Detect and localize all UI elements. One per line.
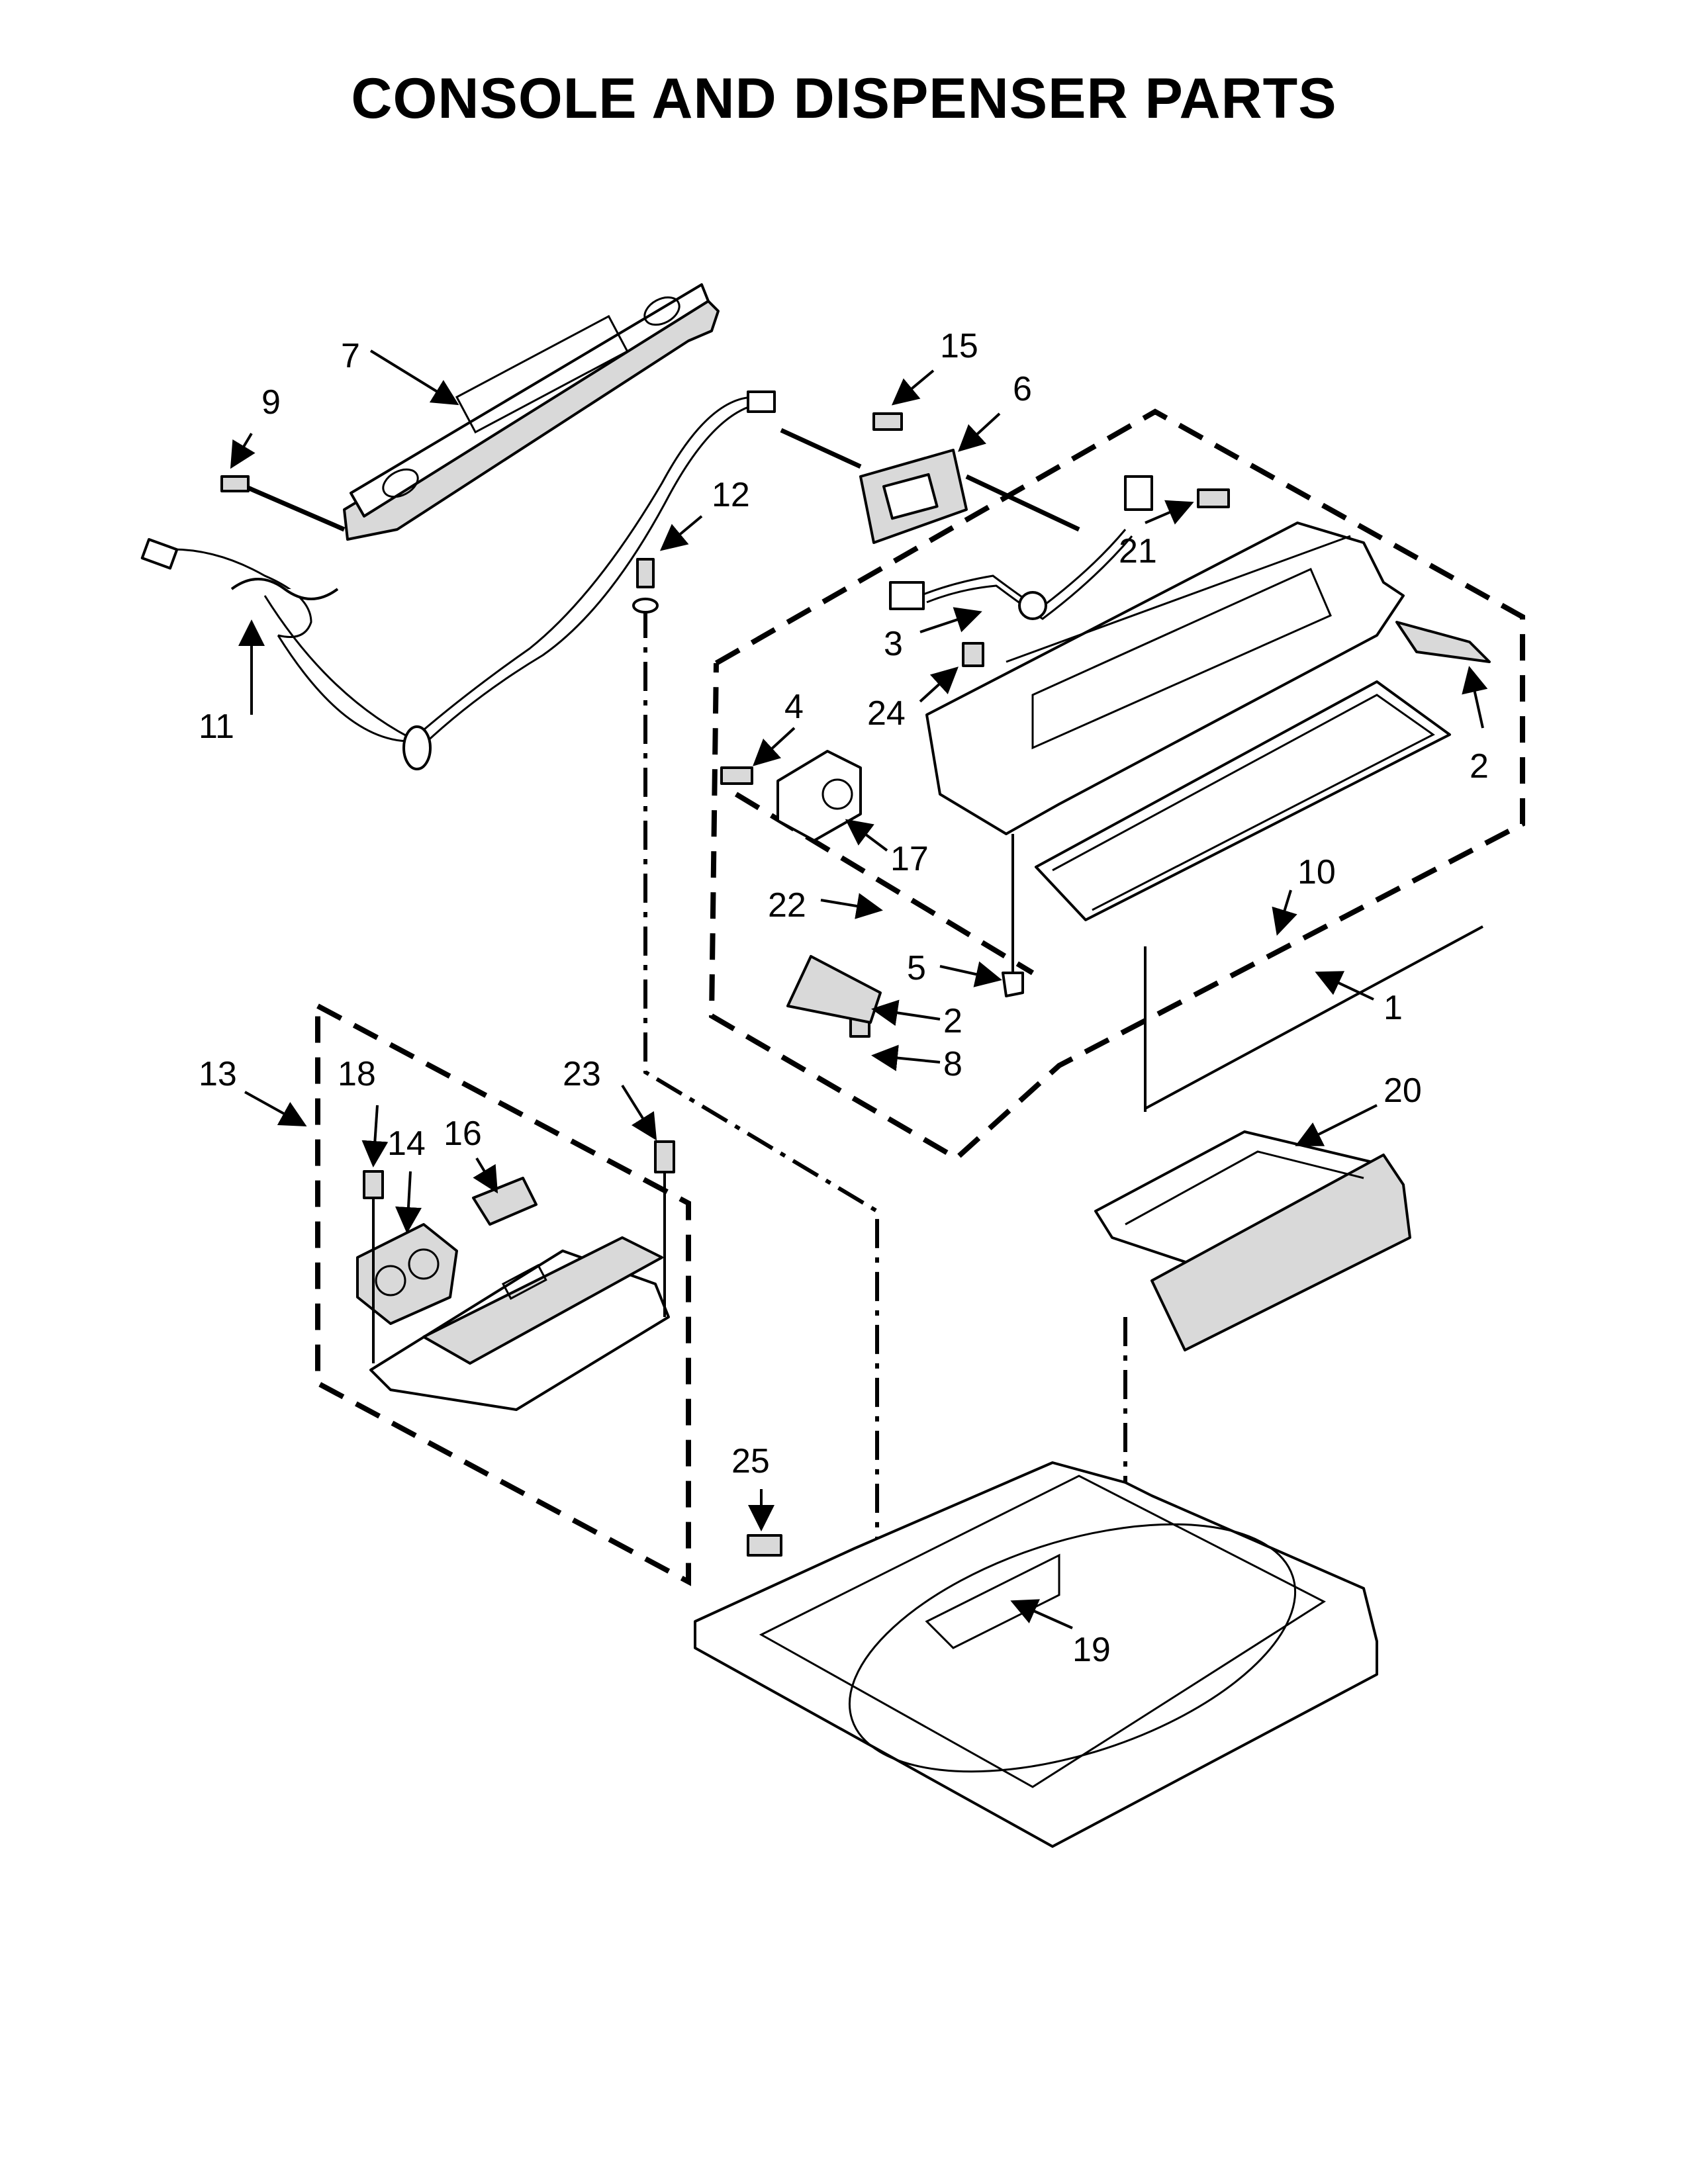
callout-2-right: 2 — [1470, 747, 1489, 786]
washer-top-cover-part — [694, 1461, 1378, 1848]
control-board-housing-part — [369, 1236, 670, 1411]
screw-25-part — [747, 1534, 782, 1557]
trim-strip-10-part — [1144, 925, 1483, 1112]
bracket-16-part — [472, 1177, 538, 1226]
callout-23: 23 — [563, 1055, 601, 1093]
screw-15-part — [872, 412, 903, 431]
callout-15: 15 — [940, 327, 978, 365]
screw-12-part — [632, 558, 659, 614]
callout-13: 13 — [199, 1055, 237, 1093]
callout-17: 17 — [890, 840, 929, 878]
callout-21: 21 — [1119, 532, 1157, 570]
control-board-assembly-boundary — [315, 1001, 691, 1586]
dispenser-drawer-part — [1094, 1130, 1411, 1351]
callout-20: 20 — [1383, 1071, 1422, 1110]
console-housing-part — [925, 522, 1451, 921]
callout-14: 14 — [387, 1124, 426, 1163]
callout-5: 5 — [907, 949, 926, 987]
callout-11: 11 — [199, 707, 234, 746]
callout-4: 4 — [784, 688, 804, 726]
screw-23-part — [654, 1140, 675, 1173]
callout-7: 7 — [341, 337, 360, 375]
part-5 — [1002, 972, 1024, 997]
module-17-part — [776, 750, 862, 842]
callout-8: 8 — [943, 1045, 962, 1083]
callout-2-left: 2 — [943, 1002, 962, 1040]
callout-10: 10 — [1297, 853, 1336, 891]
callout-9: 9 — [261, 383, 281, 422]
callout-19: 19 — [1072, 1631, 1111, 1669]
callout-6: 6 — [1013, 370, 1032, 408]
screw-line-9 — [244, 484, 346, 532]
end-cap-2-right-part — [1395, 621, 1491, 663]
clip-24-part — [962, 642, 984, 667]
callout-25: 25 — [731, 1442, 770, 1480]
callout-12: 12 — [712, 476, 750, 514]
user-interface-board-part — [859, 449, 968, 544]
callout-1: 1 — [1383, 989, 1403, 1027]
end-cap-2-left-part — [786, 955, 882, 1024]
wire-line-6b — [965, 474, 1080, 532]
screw-4-part — [720, 766, 753, 785]
callout-22: 22 — [768, 886, 806, 925]
water-valve-14-part — [356, 1223, 458, 1325]
screw-21-part — [1197, 488, 1230, 508]
screw-9-part — [220, 475, 250, 492]
screw-18-part — [363, 1170, 384, 1199]
wire-line-6 — [780, 428, 862, 469]
leader-arrows — [230, 349, 1488, 1629]
callout-24: 24 — [867, 694, 906, 733]
console-assembly-boundary — [708, 408, 1525, 1161]
page-title: CONSOLE AND DISPENSER PARTS — [351, 67, 1337, 130]
console-back-panel-part — [343, 283, 720, 541]
power-cord-part — [140, 390, 776, 770]
callout-16: 16 — [444, 1115, 482, 1153]
harness-3-part — [889, 475, 1153, 620]
alignment-line-12 — [643, 609, 879, 1595]
callout-18: 18 — [338, 1055, 376, 1093]
callout-3: 3 — [884, 625, 903, 663]
